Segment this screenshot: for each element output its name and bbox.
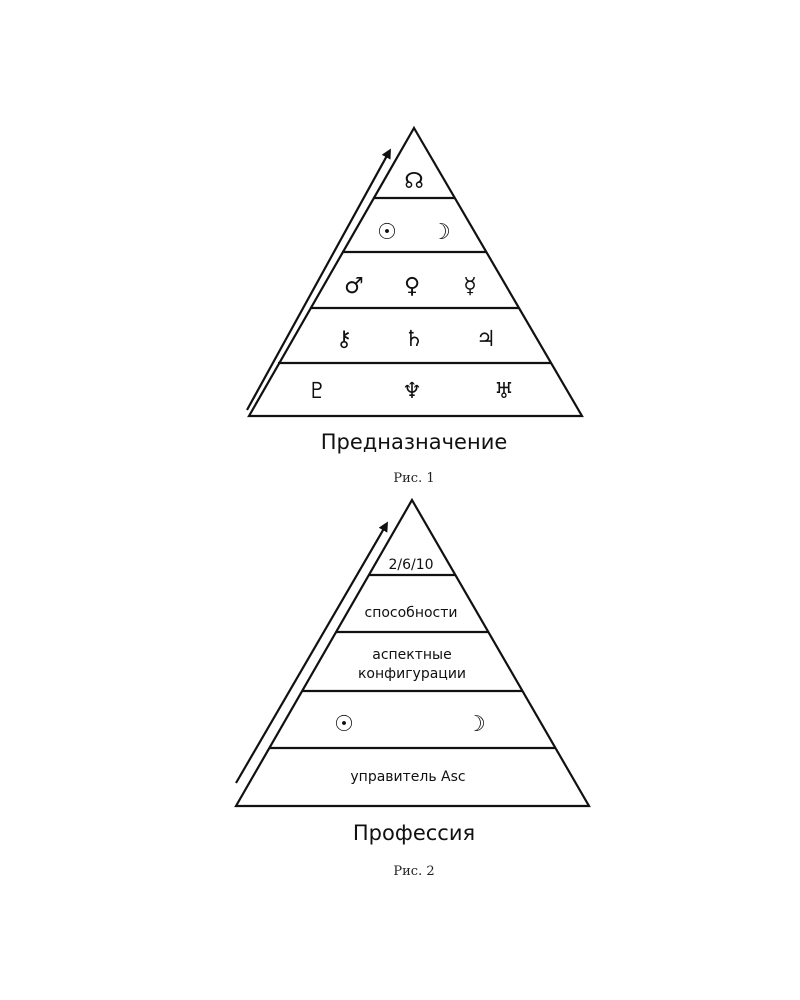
figure2-title: Профессия (353, 821, 475, 845)
jupiter-icon: ♃ (476, 327, 496, 352)
neptune-icon: ♆ (402, 379, 422, 404)
level-label-aspect-line1: аспектные (372, 647, 451, 663)
pyramid-purpose: ☊ ☉ ☽ ♂ ♀ ☿ ⚷ ♄ ♃ ♇ ♆ ♅ Предназначение Р… (246, 125, 584, 486)
venus-icon: ♀ (404, 274, 420, 299)
sun-icon: ☉ (377, 220, 397, 245)
pyramid-profession: 2/6/10 способности аспектные конфигураци… (234, 497, 591, 879)
pyramid-outline (247, 125, 584, 418)
saturn-icon: ♄ (404, 327, 424, 352)
chiron-icon: ⚷ (336, 327, 352, 352)
sun-icon: ☉ (334, 712, 354, 737)
figure2-caption: Рис. 2 (393, 864, 434, 879)
moon-icon: ☽ (431, 220, 451, 245)
pluto-icon: ♇ (307, 379, 327, 404)
moon-icon: ☽ (466, 712, 486, 737)
level-label-abilities: способности (365, 605, 458, 621)
north-node-icon: ☊ (404, 169, 424, 194)
uranus-icon: ♅ (494, 379, 514, 404)
ascending-arrow (246, 148, 391, 411)
level-label-asc-ruler: управитель Asc (350, 769, 465, 785)
level-label-aspect-line2: конфигурации (358, 666, 466, 682)
ascending-arrow (235, 521, 389, 784)
mercury-icon: ☿ (463, 274, 477, 299)
level-label-houses: 2/6/10 (388, 557, 433, 573)
figure1-caption: Рис. 1 (393, 471, 434, 486)
mars-icon: ♂ (344, 274, 364, 299)
pyramid-outline (234, 497, 591, 808)
figure1-title: Предназначение (321, 430, 508, 454)
